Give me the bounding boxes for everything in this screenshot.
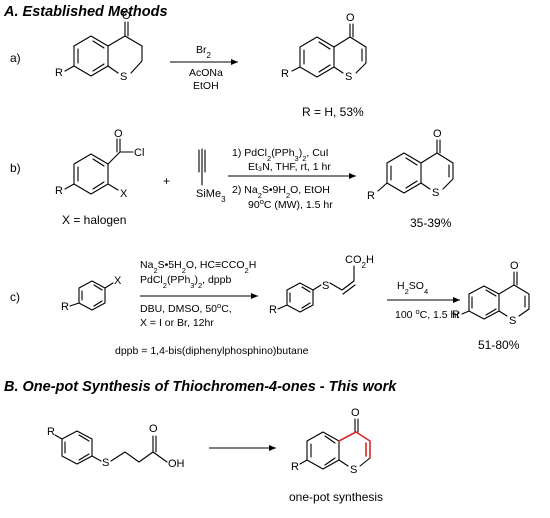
new-bond-highlight	[338, 431, 371, 459]
scheme-b-note: X = halogen	[62, 213, 126, 227]
atom-s: S	[345, 71, 352, 83]
atom-s: S	[322, 280, 329, 292]
aryl-halide-structure	[69, 280, 114, 311]
plus-sign: +	[163, 174, 170, 188]
scheme-b-label: b)	[10, 161, 21, 175]
thiochromenone-product-b	[377, 139, 454, 194]
one-pot-caption: one-pot synthesis	[289, 490, 383, 504]
condition-c-step2-temp: 100 oC, 1.5 hr	[395, 307, 460, 322]
atom-r: R	[55, 67, 63, 79]
atom-o: O	[346, 12, 355, 24]
benzoyl-chloride-structure	[64, 138, 134, 195]
scheme-c-label: c)	[10, 290, 20, 304]
arylthiopropanoic-acid-structure	[54, 430, 168, 465]
section-a-title: A. Established Methods	[3, 4, 168, 20]
atom-s: S	[350, 464, 357, 476]
scheme-b-yield: 35-39%	[410, 216, 452, 230]
atom-x: X	[120, 188, 128, 200]
reagent-etoh: EtOH	[193, 80, 219, 92]
condition-b-3: 2) Na2S•9H2O, EtOH	[232, 184, 330, 200]
condition-c-3: DBU, DMSO, 50oC,	[140, 301, 232, 316]
condition-c-2: PdCl2(PPh3)2, dppb	[140, 274, 231, 290]
thiochromanone-structure	[64, 21, 143, 77]
condition-c-4: X = I or Br, 12hr	[140, 317, 214, 329]
reagent-br2: Br2	[196, 44, 212, 60]
atom-oh: OH	[168, 458, 185, 470]
atom-r: R	[55, 185, 63, 197]
atom-s: S	[102, 457, 109, 469]
section-b-title: B. One-pot Synthesis of Thiochromen-4-on…	[4, 379, 397, 395]
thioacrylic-acid-structure	[277, 265, 356, 313]
atom-o: O	[114, 128, 123, 140]
atom-r: R	[47, 426, 55, 438]
atom-cl: Cl	[134, 147, 144, 159]
atom-r: R	[269, 304, 277, 316]
atom-o: O	[510, 260, 519, 272]
atom-x: X	[114, 275, 122, 287]
atom-o: O	[149, 423, 158, 435]
condition-b-4: 90oC (MW), 1.5 hr	[248, 197, 333, 212]
atom-o: O	[351, 407, 360, 419]
scheme-c-yield: 51-80%	[478, 338, 520, 352]
scheme-a-label: a)	[10, 51, 21, 65]
atom-s: S	[509, 315, 516, 327]
thiochromenone-product-a	[291, 23, 367, 78]
condition-c-step2-acid: H2SO4	[397, 280, 428, 296]
condition-c-1: Na2S•5H2O, HC≡CCO2H	[140, 259, 256, 275]
atom-s: S	[120, 71, 127, 83]
atom-r: R	[452, 309, 460, 321]
reagent-acona: AcONa	[189, 67, 223, 79]
atom-r: R	[61, 301, 69, 313]
tms-acetylene-structure	[198, 148, 206, 186]
atom-o: O	[122, 10, 131, 22]
thiochromenone-product-c	[461, 271, 530, 320]
condition-b-1: 1) PdCl2(PPh3)2, CuI	[232, 147, 329, 163]
thiochromenone-product-d	[299, 418, 371, 470]
atom-s: S	[432, 187, 439, 199]
scheme-a-result: R = H, 53%	[302, 105, 364, 119]
atom-r: R	[367, 190, 375, 202]
condition-b-2: Et₃N, THF, rt, 1 hr	[248, 161, 331, 173]
atom-r: R	[291, 461, 299, 473]
atom-si: SiMe3	[196, 188, 226, 204]
acid-group-label: CO2H	[345, 254, 374, 270]
atom-r: R	[281, 68, 289, 80]
dppb-note: dppb = 1,4-bis(diphenylphosphino)butane	[115, 345, 309, 357]
atom-o: O	[433, 128, 442, 140]
